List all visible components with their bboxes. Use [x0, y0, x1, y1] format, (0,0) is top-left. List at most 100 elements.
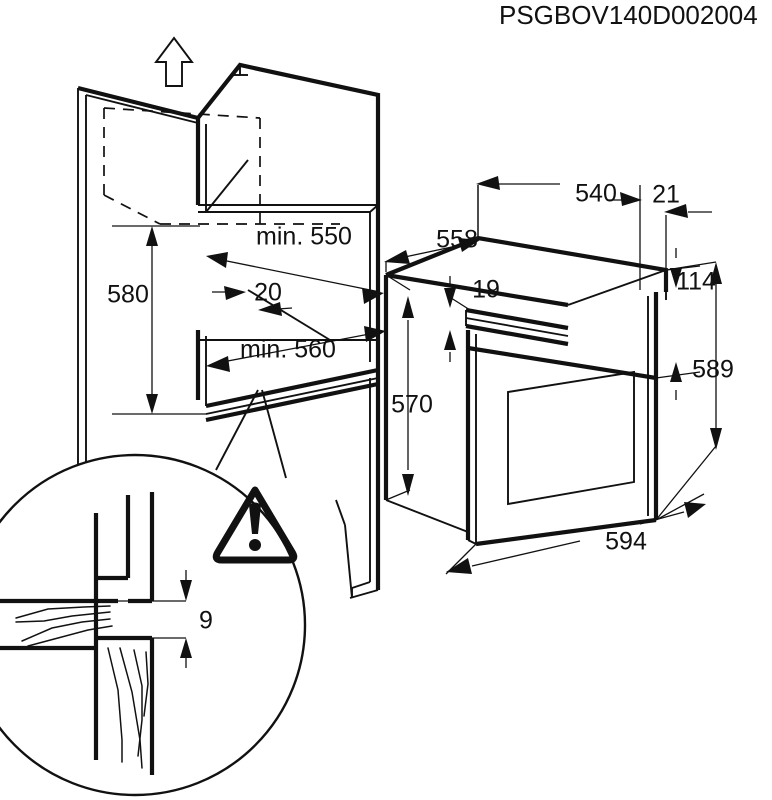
warning-triangle-outline — [212, 486, 298, 564]
dim-594-line-left — [471, 540, 581, 567]
dim-550-line — [211, 257, 381, 293]
oven-left-side-bottom-edge — [385, 499, 469, 533]
cabinet-rear-bottom-dashed-a — [103, 194, 161, 225]
dimension-594: 594 — [445, 493, 706, 575]
cabinet-lower-left-curve — [344, 524, 353, 599]
dim-589-arrow-top — [710, 262, 722, 284]
dim-589-label: 589 — [692, 356, 734, 384]
dimension-589: 589 — [655, 261, 734, 521]
detail-grain-7 — [133, 649, 143, 757]
dim-594-line-right — [639, 511, 685, 525]
dim-560-arrow-left — [206, 356, 230, 372]
dim-114-label: 114 — [676, 268, 716, 296]
oven-trim-top-line — [465, 307, 569, 331]
oven-door-window — [507, 370, 635, 506]
dim-550-arrow-left — [206, 252, 228, 268]
cabinet-lower-bottom-b — [351, 581, 371, 589]
dim-594-label: 594 — [605, 528, 647, 556]
oven-trim-mid-line — [465, 317, 569, 337]
dimension-580: 580 — [107, 225, 206, 415]
dim-9-label: 9 — [199, 607, 213, 635]
dim-558-label: 558 — [436, 226, 478, 254]
dim-594-arrow-right — [684, 502, 706, 518]
dim-540-arrow-left — [476, 176, 500, 190]
dim-580-arrow-top — [146, 226, 158, 246]
dim-570-label: 570 — [391, 391, 433, 419]
dim-589-ext-top — [665, 261, 717, 271]
cabinet-rear-top-dashed — [103, 107, 261, 119]
dim-570-arrow-top — [402, 296, 414, 318]
oven-door-bottom-left-cap — [467, 539, 477, 545]
dim-558-arrow-left — [384, 250, 410, 264]
cabinet-lower-left-curve-2 — [335, 499, 346, 526]
cabinet-top-right-face — [196, 62, 381, 205]
dim-114-arrow-top — [670, 268, 682, 288]
cabinet-lower-bottom-a — [349, 589, 379, 599]
dimension-min-560: min. 560 — [206, 326, 386, 372]
detail-circle-callout: 9 — [0, 453, 307, 797]
dim-20-label: 20 — [254, 279, 282, 307]
dim-580-arrow-bottom — [146, 394, 158, 414]
dim-540-label: 540 — [575, 180, 617, 208]
dim-19-arrow-top — [444, 288, 456, 308]
dimension-114: 114 — [655, 248, 716, 400]
dimension-21: 21 — [652, 181, 712, 268]
dimension-min-550: min. 550 — [206, 223, 384, 304]
airflow-up-arrow-icon — [154, 36, 194, 87]
dim-570-ext-top — [385, 274, 411, 291]
cabinet-niche-perspective-a — [205, 159, 249, 213]
dimension-20: 20 — [212, 279, 293, 316]
oven-trim-bottom-line — [465, 323, 569, 347]
oven-assembly: 558 540 21 — [383, 176, 734, 575]
dim-594-arrow-left — [446, 558, 472, 574]
dimension-558: 558 — [384, 185, 480, 272]
oven-door-bottom-edge — [475, 517, 657, 547]
cabinet-left-top-edge — [77, 85, 199, 121]
warning-triangle-icon — [212, 486, 298, 564]
detail-grain-2 — [15, 611, 111, 623]
dim-558-line — [399, 243, 467, 259]
warning-exclamation-dot — [249, 539, 261, 551]
dim-21-arrow-right — [664, 204, 688, 218]
drawing-title: PSGBOV140D002004 — [499, 0, 758, 30]
dim-558-arrow-right — [458, 238, 480, 252]
dimension-570: 570 — [385, 274, 433, 501]
dim-21-label: 21 — [652, 181, 680, 209]
dim-570-ext-bottom — [385, 489, 411, 501]
dim-589-arrow-bottom — [710, 428, 722, 450]
dim-550-arrow-right — [362, 288, 384, 304]
dim-114-arrow-bottom — [670, 362, 682, 382]
dim-19-label: 19 — [472, 276, 500, 304]
dim-589-ext-bottom-guide — [655, 445, 717, 521]
warning-exclamation-bar — [249, 502, 261, 534]
detail-grain-5 — [107, 647, 123, 763]
oven-top-front-edge — [385, 272, 569, 308]
dimension-540: 540 — [476, 176, 642, 290]
oven-top-face-edge — [385, 235, 669, 292]
dim-560-label: min. 560 — [240, 336, 336, 364]
cabinet-shelf-front-edge-mid — [205, 377, 379, 415]
detail-grain-8 — [143, 651, 149, 717]
cabinet-shelf-front-edge-bottom — [205, 381, 379, 423]
cabinet-left-top-inner — [85, 94, 199, 124]
detail-grain-6 — [119, 647, 143, 769]
dim-580-label: 580 — [107, 281, 149, 309]
detail-circle-contents — [0, 492, 186, 775]
cabinet-shelf-front-edge-top — [205, 367, 379, 409]
dim-594-ext-right — [655, 493, 705, 521]
dim-9-arrow-top — [180, 580, 192, 601]
cabinet-shelf-perspective-left — [247, 289, 331, 341]
dim-570-arrow-bottom — [402, 474, 414, 496]
detail-grain-4 — [27, 625, 113, 647]
dimension-19: 19 — [444, 276, 500, 362]
dim-560-line — [211, 331, 381, 365]
dim-550-label: min. 550 — [256, 223, 352, 251]
dim-20-arrow-right — [258, 302, 282, 316]
dim-20-arrow-left — [224, 286, 246, 300]
cabinet-assembly: 580 min. 550 20 min. — [77, 36, 386, 600]
dimension-9: 9 — [180, 570, 213, 668]
dim-9-arrow-bottom — [180, 638, 192, 658]
dim-540-arrow-right — [620, 192, 642, 206]
